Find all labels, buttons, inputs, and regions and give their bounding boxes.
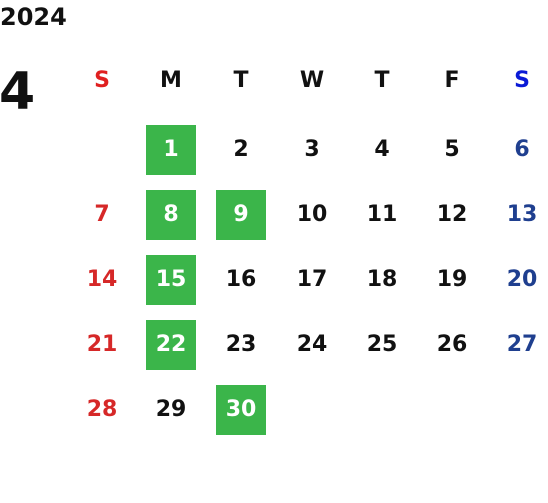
day-cell[interactable]: 22 [146, 320, 196, 370]
weekday-2: T [233, 68, 249, 93]
day-cell[interactable]: 25 [366, 332, 398, 357]
day-cell[interactable]: 5 [444, 137, 460, 162]
day-cell[interactable]: 8 [146, 190, 196, 240]
day-cell[interactable]: 15 [146, 255, 196, 305]
day-cell[interactable]: 1 [146, 125, 196, 175]
day-cell[interactable]: 13 [506, 202, 538, 227]
day-cell[interactable]: 10 [296, 202, 328, 227]
year-label: 2024 [0, 3, 67, 31]
weekday-1: M [160, 68, 182, 93]
day-cell[interactable]: 19 [436, 267, 468, 292]
day-cell[interactable]: 21 [86, 332, 118, 357]
day-cell[interactable]: 14 [86, 267, 118, 292]
month-number: 4 [0, 62, 36, 122]
day-cell[interactable]: 20 [506, 267, 538, 292]
weekday-0: S [94, 68, 110, 93]
day-cell[interactable]: 30 [216, 385, 266, 435]
day-cell[interactable]: 28 [86, 397, 118, 422]
day-cell[interactable]: 3 [304, 137, 320, 162]
day-cell[interactable]: 7 [94, 202, 110, 227]
day-cell[interactable]: 6 [514, 137, 530, 162]
day-cell[interactable]: 24 [296, 332, 328, 357]
weekday-6: S [514, 68, 530, 93]
day-cell[interactable]: 2 [233, 137, 249, 162]
day-cell[interactable]: 11 [366, 202, 398, 227]
day-cell[interactable]: 18 [366, 267, 398, 292]
weekday-5: F [444, 68, 460, 93]
day-cell[interactable]: 9 [216, 190, 266, 240]
day-cell[interactable]: 16 [225, 267, 257, 292]
weekday-3: W [299, 68, 325, 93]
day-cell[interactable]: 26 [436, 332, 468, 357]
weekday-4: T [374, 68, 390, 93]
day-cell[interactable]: 12 [436, 202, 468, 227]
day-cell[interactable]: 23 [225, 332, 257, 357]
day-cell[interactable]: 29 [155, 397, 187, 422]
day-cell[interactable]: 27 [506, 332, 538, 357]
day-cell[interactable]: 17 [296, 267, 328, 292]
day-cell[interactable]: 4 [374, 137, 390, 162]
